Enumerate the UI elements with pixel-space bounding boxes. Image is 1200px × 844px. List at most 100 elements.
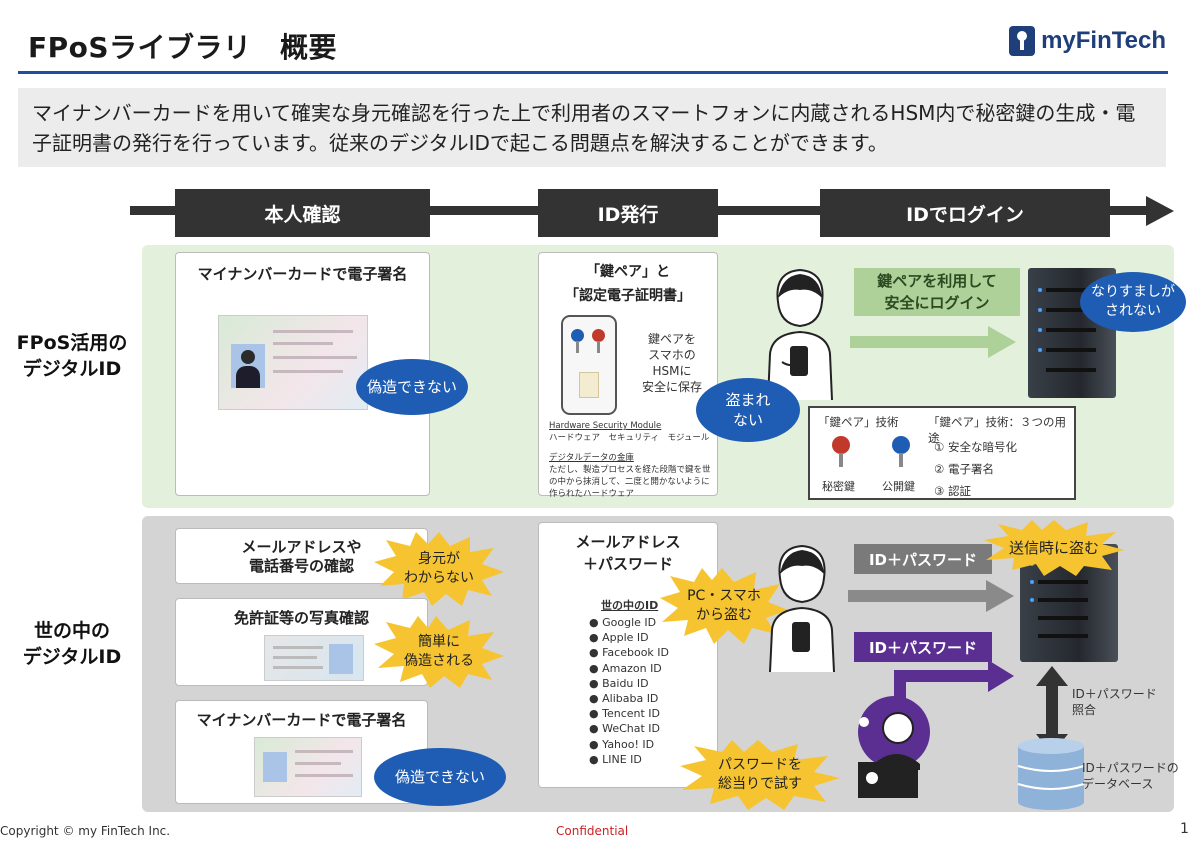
public-key-icon (571, 329, 584, 342)
no-spoofing-oval: なりすましが されない (1080, 272, 1186, 332)
page-title: FPoSライブラリ 概要 (28, 31, 338, 64)
identity-unknown-line1: 身元が (418, 551, 460, 567)
hsm-title: Hardware Security Module (549, 421, 662, 431)
portrait-icon (329, 644, 353, 674)
public-key-label: 公開鍵 (882, 480, 915, 493)
id-password-purple-tag: ID＋パスワード (854, 632, 992, 662)
keypair-uses-title: 「鍵ペア」技術：３つの用途 (928, 415, 1066, 445)
keypair-tech-box: 「鍵ペア」技術 「鍵ペア」技術：３つの用途 秘密鍵 公開鍵 ① 安全な暗号化 ②… (808, 406, 1076, 500)
server-icon (1028, 268, 1116, 398)
login-arrow-head-icon (988, 326, 1016, 358)
keypair-note-line: HSMに (652, 364, 692, 378)
stage-id-issue: ID発行 (538, 189, 718, 237)
list-item: ● LINE ID (589, 752, 642, 766)
transit-theft-burst: 送信時に盗む (984, 520, 1124, 576)
fpos-mynumber-card: マイナンバーカードで電子署名 偽造できない (175, 252, 468, 496)
id-list-title: メールアドレス ＋パスワード (539, 531, 717, 575)
easily-forged-line1: 簡単に (418, 634, 460, 650)
list-item: ● Apple ID (589, 631, 649, 645)
database-label-line1: ID＋パスワードの (1082, 761, 1179, 775)
secure-login-line2: 安全にログイン (884, 294, 990, 312)
database-label: ID＋パスワードの データベース (1082, 760, 1179, 792)
list-item: ● Alibaba ID (589, 692, 659, 706)
keypair-note: 鍵ペアを スマホの HSMに 安全に保存 (631, 331, 713, 395)
match-label-line2: 照合 (1072, 703, 1097, 717)
purple-arrow-head-icon (988, 660, 1014, 692)
current-noforge-oval: 偽造できない (374, 748, 506, 806)
smartphone-icon (561, 315, 617, 415)
mynumber-card-image (218, 315, 368, 410)
login-arrow-shaft (850, 336, 990, 348)
portrait-icon (263, 752, 287, 782)
private-key-label: 秘密鍵 (822, 480, 855, 493)
lock-icon (1009, 26, 1036, 56)
use-item: ② 電子署名 (934, 462, 994, 476)
current-mynumber-title: マイナンバーカードで電子署名 (196, 711, 407, 729)
match-label-line1: ID＋パスワード (1072, 687, 1157, 701)
current-label-line2: デジタルID (22, 646, 122, 668)
brand-logo-text: myFinTech (1041, 27, 1166, 54)
match-arrow-shaft (1046, 682, 1058, 738)
hsm-chip-icon (579, 372, 599, 398)
private-key-icon (592, 329, 605, 342)
email-phone-card: メールアドレスや 電話番号の確認 (175, 528, 428, 584)
arrow-up-icon (1036, 666, 1068, 686)
license-photo-title: 免許証等の写真確認 (233, 609, 369, 627)
fpos-keypair-card: 「鍵ペア」と 「認定電子証明書」 鍵ペアを スマホの HSMに 安全に保存 Ha… (538, 252, 718, 499)
private-key-icon (832, 436, 850, 454)
identity-unknown-burst: 身元が わからない (374, 532, 504, 606)
fpos-noforge-oval: 偽造できない (356, 359, 468, 415)
page-number: 1 (1180, 821, 1189, 837)
license-card-image (264, 635, 364, 681)
match-label: ID＋パスワード 照合 (1072, 686, 1157, 718)
pc-theft-burst: PC・スマホ から盗む (660, 568, 788, 644)
easily-forged-burst: 簡単に 偽造される (374, 616, 504, 688)
list-item: ● Tencent ID (589, 707, 661, 721)
stage-identity-check: 本人確認 (175, 189, 430, 237)
brute-force-burst: パスワードを 総当りで試す (680, 740, 840, 810)
current-label-line1: 世の中の (33, 620, 110, 642)
user-person-icon (762, 538, 842, 674)
id-list-title-line2: ＋パスワード (582, 555, 673, 573)
secure-login-line1: 鍵ペアを利用して (877, 272, 997, 290)
not-stolen-oval: 盗まれ ない (696, 378, 800, 442)
brand-logo: myFinTech (1009, 26, 1166, 56)
vault-description: ただし、製造プロセスを経た段階で鍵を世の中から抹消して、二度と開かないように作ら… (549, 465, 711, 499)
hsm-description: Hardware Security Module ハードウェア セキュリティ モ… (549, 420, 714, 500)
footer-confidential: Confidential (556, 824, 629, 838)
not-stolen-line1: 盗まれ (725, 391, 771, 409)
list-item: ● Amazon ID (589, 661, 662, 675)
purple-arrow-shaft (894, 670, 990, 682)
list-item: ● Google ID (589, 616, 657, 629)
database-label-line2: データベース (1082, 777, 1154, 791)
list-item: ● Facebook ID (589, 646, 670, 660)
fpos-label-line1: FPoS活用の (16, 332, 128, 354)
stage-id-login: IDでログイン (820, 189, 1110, 237)
public-key-icon (892, 436, 910, 454)
no-spoofing-line1: なりすましが (1091, 284, 1175, 300)
email-phone-line2: 電話番号の確認 (248, 557, 354, 575)
brute-force-line1: パスワードを (718, 757, 802, 773)
email-phone-line1: メールアドレスや (241, 538, 362, 556)
easily-forged-line2: 偽造される (404, 653, 474, 669)
current-row-label: 世の中の デジタルID (4, 618, 140, 670)
id-list-title-line1: メールアドレス (575, 533, 681, 551)
hacker-icon (848, 694, 940, 798)
gray-arrow-head-icon (986, 580, 1014, 612)
id-list-card: メールアドレス ＋パスワード 世の中のID ● Google ID ● Appl… (538, 522, 718, 788)
title-divider (18, 71, 1168, 74)
keypair-tech-label: 「鍵ペア」技術 (818, 415, 899, 429)
footer-copyright: Copyright © my FinTech Inc. (0, 824, 171, 838)
database-icon (1016, 736, 1086, 810)
keypair-title-line1: 「鍵ペア」と (586, 264, 670, 280)
no-spoofing-line2: されない (1105, 303, 1161, 319)
keypair-note-line: 鍵ペアを (647, 332, 696, 346)
pc-theft-line2: から盗む (696, 607, 752, 623)
keypair-note-line: スマホの (648, 348, 696, 362)
hsm-subtitle: ハードウェア セキュリティ モジュール (549, 433, 710, 443)
identity-unknown-line2: わからない (404, 570, 474, 586)
keypair-title-line2: 「認定電子証明書」 (565, 288, 691, 304)
keypair-note-line: 安全に保存 (641, 380, 702, 394)
id-list-heading: 世の中のID (601, 599, 659, 612)
gray-arrow-shaft (848, 590, 988, 602)
